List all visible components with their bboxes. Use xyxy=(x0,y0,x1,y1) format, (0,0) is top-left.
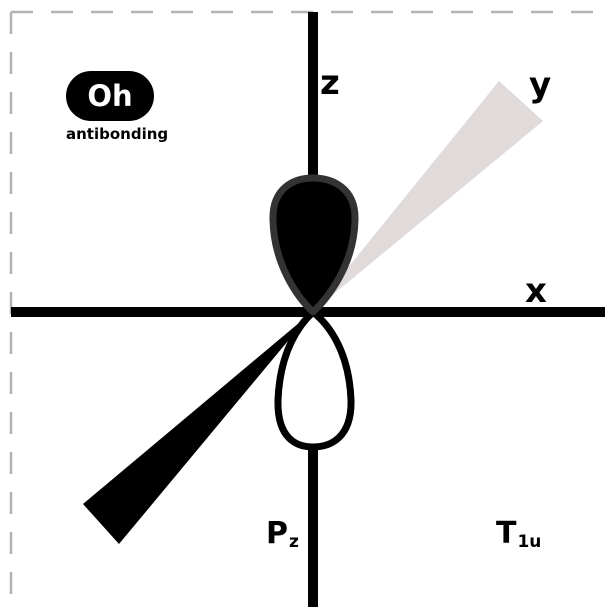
pz-upper-lobe xyxy=(273,178,355,312)
orbital-label-main: P xyxy=(266,516,288,551)
y-axis-wedge-back xyxy=(83,312,312,544)
orbital-label: Pz xyxy=(266,519,299,549)
y-axis-label: y xyxy=(529,68,551,102)
bonding-type-label: antibonding xyxy=(66,127,168,142)
orbital-label-subscript: z xyxy=(289,532,299,552)
symmetry-label: T1u xyxy=(496,519,541,549)
z-axis-label: z xyxy=(320,66,340,100)
symmetry-label-subscript: 1u xyxy=(517,532,541,552)
point-group-badge: Oh xyxy=(66,71,154,121)
symmetry-label-main: T xyxy=(496,516,516,551)
x-axis-label: x xyxy=(525,274,547,308)
